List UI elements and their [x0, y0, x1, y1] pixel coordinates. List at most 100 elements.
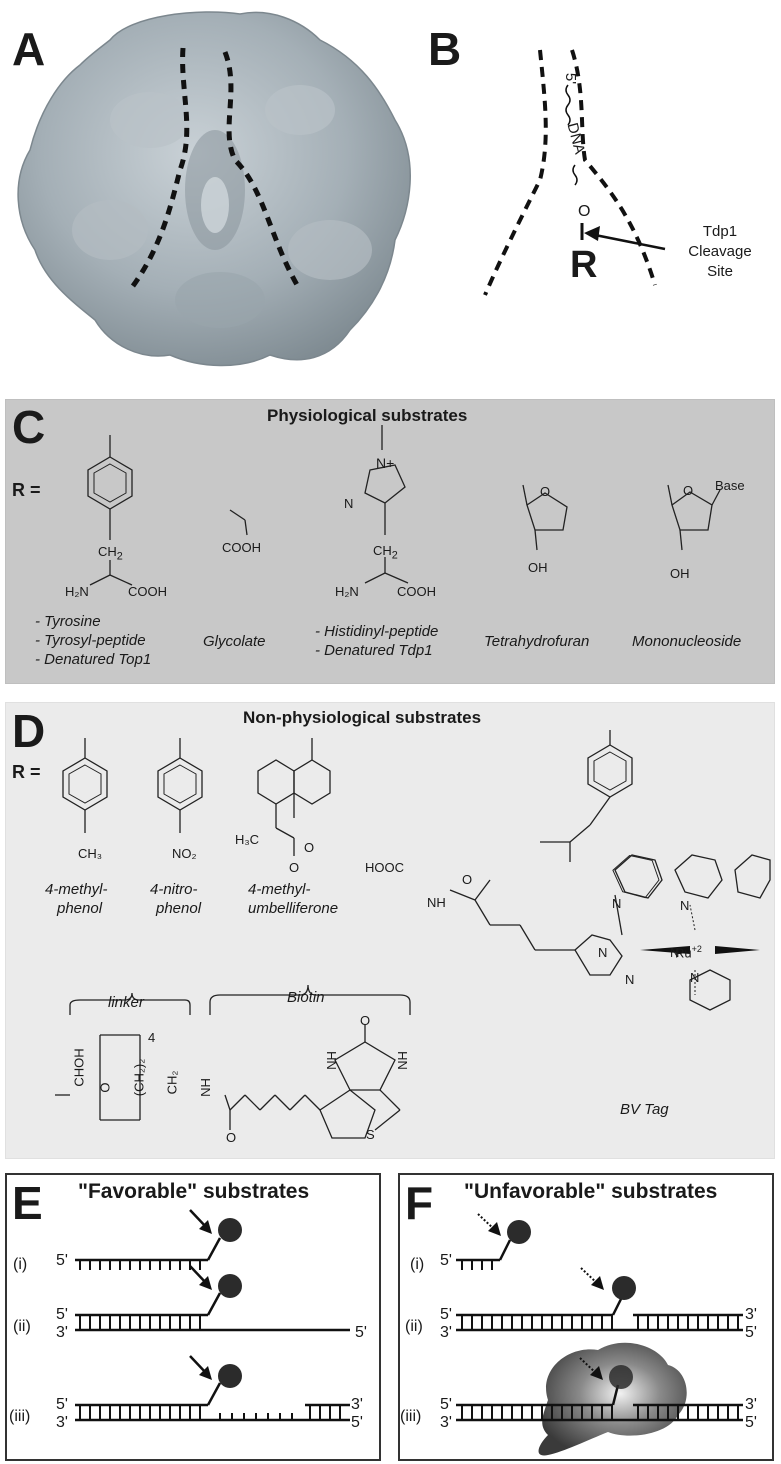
linker-o-label: O	[97, 1082, 113, 1093]
biotin-caption: Biotin	[287, 989, 325, 1006]
panel-f-title: "Unfavorable" substrates	[464, 1180, 718, 1203]
tyr-ch2-label: CH2	[98, 544, 123, 563]
biotin-nh2-label: NH	[394, 1051, 410, 1070]
biotin-o-keto-label: O	[226, 1130, 237, 1145]
bv-nh-label: NH	[427, 895, 446, 910]
biotin-s-label: S	[366, 1127, 375, 1142]
nitrophenol-caption: 4-nitro- phenol	[150, 881, 202, 917]
e-row-ii-end-5prime: 5'	[355, 1324, 367, 1341]
mononucleoside-caption: Mononucleoside	[632, 633, 742, 650]
methylphenol-structure	[62, 738, 108, 833]
linker-four-label: 4	[148, 1030, 156, 1045]
f-row-ii-end-3prime: 3'	[745, 1306, 757, 1323]
bv-n1-label: N	[612, 896, 622, 911]
panel-b-letter: B	[428, 23, 462, 75]
his-cooh-label: COOH	[397, 584, 436, 599]
thf-oh-label: OH	[528, 560, 548, 575]
nucleoside-o-label: O	[683, 483, 694, 498]
methylphenol-caption: 4-methyl- phenol	[45, 881, 108, 917]
umbelliferone-h3c-label: H₃C	[235, 832, 260, 847]
his-ch2-label: CH2	[373, 543, 398, 562]
e-row-iii-label: (iii)	[9, 1408, 31, 1425]
panel-f-letter: F	[405, 1177, 434, 1229]
f-row-i-label: (i)	[410, 1256, 425, 1273]
histidine-structure	[364, 425, 409, 584]
cleavage-site-label: Tdp1 Cleavage Site	[688, 223, 752, 280]
physiological-substrates-panel	[5, 399, 775, 684]
histidinyl-caption: - Histidinyl-peptide - Denatured Tdp1	[315, 623, 439, 659]
linker-caption: linker	[108, 994, 144, 1011]
panel-e-title: "Favorable" substrates	[78, 1180, 310, 1203]
tyrosine-caption: - Tyrosine - Tyrosyl-peptide - Denatured…	[35, 613, 152, 668]
e-row-ii-5prime: 5'	[56, 1306, 68, 1323]
panel-d-letter: D	[12, 705, 46, 757]
f-row-iii-3prime: 3'	[440, 1414, 452, 1431]
nitrophenol-no2-label: NO₂	[172, 846, 197, 861]
e-row-i-label: (i)	[13, 1256, 28, 1273]
oxygen-label: O	[578, 203, 591, 220]
e-row-ii-label: (ii)	[13, 1318, 31, 1335]
glycolate-cooh-label: COOH	[222, 540, 261, 555]
panel-c-letter: C	[12, 401, 46, 453]
biotin-o-urea-label: O	[360, 1013, 371, 1028]
bv-n5-label: N	[625, 972, 635, 987]
glycolate-caption: Glycolate	[203, 633, 266, 650]
umbelliferone-structure	[257, 738, 331, 856]
favorable-substrates-panel	[5, 1173, 381, 1461]
e-row-i-5prime: 5'	[56, 1252, 68, 1269]
bv-tag-caption: BV Tag	[620, 1101, 669, 1118]
f-row-iii-end-3prime: 3'	[745, 1396, 757, 1413]
e-row-iii-3prime: 3'	[56, 1414, 68, 1431]
f-row-ii-3prime: 3'	[440, 1324, 452, 1341]
linker-ch22-label: (CH₂)₂	[131, 1058, 147, 1097]
nucleoside-oh-label: OH	[670, 566, 690, 581]
f-row-iii-5prime: 5'	[440, 1396, 452, 1413]
bv-n3-label: N	[670, 945, 680, 960]
unfavorable-dna-diagram	[456, 1213, 743, 1456]
nitrophenol-structure	[157, 738, 203, 833]
e-row-iii-end-5prime: 5'	[351, 1414, 363, 1431]
linker-choh-label: CHOH	[71, 1048, 87, 1087]
e-row-ii-3prime: 3'	[56, 1324, 68, 1341]
non-physiological-substrates-panel	[5, 702, 775, 1159]
bv-n4-label: N	[680, 898, 690, 913]
his-nplus-label: N+	[376, 455, 395, 471]
tetrahydrofuran-structure	[522, 484, 568, 551]
protein-surface	[17, 11, 411, 367]
panel-d-title: Non-physiological substrates	[243, 708, 482, 727]
bv-n6-label: N	[690, 970, 700, 985]
bv-n2-label: N	[598, 945, 608, 960]
biotin-nh1-label: NH	[323, 1051, 339, 1070]
dna-cleavage-schematic	[483, 49, 666, 296]
tyr-h2n-label: H₂N	[65, 584, 89, 599]
linker-nh-label: NH	[197, 1078, 213, 1097]
tyrosine-structure	[87, 435, 133, 586]
five-prime-label: 5'	[562, 72, 580, 85]
favorable-dna-diagram	[75, 1209, 350, 1422]
linker-ch2-label: CH₂	[164, 1070, 180, 1095]
panel-c-title: Physiological substrates	[267, 406, 468, 425]
umbelliferone-caption: 4-methyl- umbelliferone	[248, 881, 339, 917]
r-group-label: R	[570, 244, 598, 286]
panel-e-letter: E	[12, 1177, 43, 1229]
panel-c-r-equals: R =	[12, 480, 41, 500]
e-row-iii-5prime: 5'	[56, 1396, 68, 1413]
tyr-cooh-label: COOH	[128, 584, 167, 599]
f-row-iii-label: (iii)	[400, 1408, 422, 1425]
e-row-iii-end-3prime: 3'	[351, 1396, 363, 1413]
umbelliferone-o-ring-label: O	[304, 840, 315, 855]
bv-tag-structure	[449, 730, 771, 1011]
thf-o-label: O	[540, 484, 551, 499]
bv-ru-label: Ru+2	[675, 944, 702, 961]
f-row-ii-end-5prime: 5'	[745, 1324, 757, 1341]
bv-hooc-label: HOOC	[365, 860, 404, 875]
his-h2n-label: H₂N	[335, 584, 359, 599]
bv-o-label: O	[462, 872, 473, 887]
methylphenol-ch3-label: CH₃	[78, 846, 103, 861]
his-n-label: N	[344, 496, 354, 511]
f-row-ii-label: (ii)	[405, 1318, 423, 1335]
glycolate-structure	[229, 509, 248, 536]
panel-d-r-equals: R =	[12, 762, 41, 782]
umbelliferone-o-keto-label: O	[289, 860, 300, 875]
linker-biotin-structure	[55, 984, 411, 1139]
